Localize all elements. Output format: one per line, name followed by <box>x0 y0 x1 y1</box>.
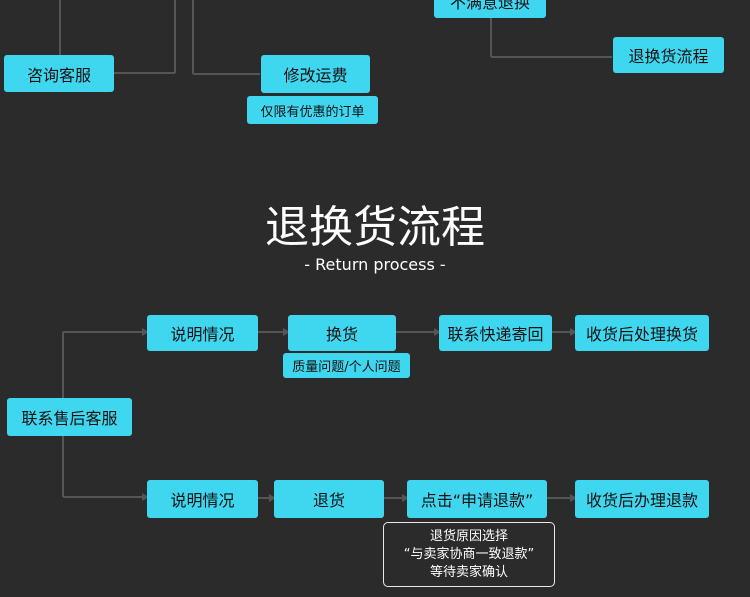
consult-service-node: 咨询客服 <box>4 55 114 92</box>
process-refund-node: 收货后办理退款 <box>575 480 709 518</box>
explain-situation-return-node: 说明情况 <box>147 480 258 518</box>
refund-note-line2: “与卖家协商一致退款” <box>403 546 535 562</box>
discount-only-label: 仅限有优惠的订单 <box>247 96 378 124</box>
not-satisfied-return-node: 不满意退换 <box>434 0 546 18</box>
apply-refund-node: 点击“申请退款” <box>407 480 547 518</box>
refund-note-line1: 退货原因选择 <box>429 528 508 544</box>
process-exchange-node: 收货后处理换货 <box>575 315 709 351</box>
refund-note-line3: 等待卖家确认 <box>429 564 508 580</box>
explain-situation-node: 说明情况 <box>147 315 258 351</box>
section-title: 退换货流程 <box>265 202 485 253</box>
section-subtitle: - Return process - <box>304 255 446 274</box>
return-process-node: 退换货流程 <box>613 37 724 73</box>
modify-shipping-node: 修改运费 <box>261 55 370 93</box>
contact-courier-node: 联系快递寄回 <box>439 315 552 351</box>
refund-note-box: 退货原因选择 “与卖家协商一致退款” 等待卖家确认 <box>383 522 555 587</box>
exchange-node: 换货 <box>288 315 396 351</box>
contact-after-sales-node: 联系售后客服 <box>7 398 132 436</box>
exchange-reason-label: 质量问题/个人问题 <box>283 353 410 378</box>
return-node: 退货 <box>274 480 384 518</box>
